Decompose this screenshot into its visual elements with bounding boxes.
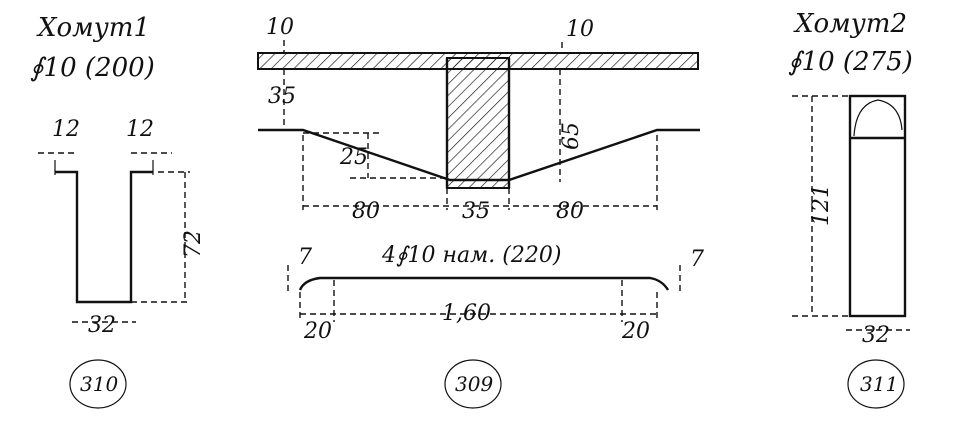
fig309-bar-label: 4∮10 нам. (220)	[381, 243, 561, 268]
fig309-dim-top-left: 10	[266, 15, 294, 40]
bent-bar	[258, 128, 700, 182]
fig309-dim-left: 80	[352, 199, 380, 224]
fig309-dim-end-left: 20	[303, 319, 332, 344]
fig309-dim-end-right: 20	[621, 319, 650, 344]
stirrup-2-hook	[853, 99, 903, 137]
fig310-dim-height: 72	[181, 230, 206, 258]
fig309-dim-drop: 35	[268, 84, 296, 109]
rib-section	[446, 57, 510, 189]
fig311-dim-height: 121	[809, 184, 834, 226]
fig310-number: 310	[80, 372, 118, 396]
fig310-spec: ∮10 (200)	[30, 53, 155, 83]
fig311-number-circle	[847, 359, 905, 409]
stirrup-1-outline	[55, 170, 153, 304]
fig309-dim-center: 35	[462, 199, 490, 224]
fig311-number: 311	[860, 372, 898, 396]
fig309-dim-hook-left: 7	[298, 245, 312, 270]
fig309-dim-top-right: 10	[566, 17, 594, 42]
fig309-number: 309	[455, 372, 493, 396]
figure-311: Хомут2 ∮10 (275) 121 32 311	[788, 9, 913, 409]
fig311-spec: ∮10 (275)	[788, 47, 913, 77]
fig309-dim-hook-right: 7	[690, 247, 704, 272]
fig310-title: Хомут1	[36, 13, 150, 43]
fig311-dim-bottom: 32	[862, 323, 890, 348]
fig309-dim-height: 65	[559, 122, 584, 150]
fig310-number-circle	[69, 359, 127, 409]
fig309-dim-length: 1,60	[442, 301, 491, 326]
stirrup-2-outline	[848, 94, 907, 318]
fig310-dim-left: 12	[52, 117, 80, 142]
fig311-title: Хомут2	[793, 9, 907, 39]
fig310-dim-right: 12	[126, 117, 154, 142]
figure-309: 10 10 35 25 65 80 35 80 4∮10 нам. (220) …	[257, 15, 704, 409]
fig310-dim-bottom: 32	[88, 313, 116, 338]
fig309-dim-right: 80	[556, 199, 584, 224]
figure-310: Хомут1 ∮10 (200) 12 12 72 32 310	[30, 13, 206, 409]
fig309-dim-bend: 25	[339, 145, 368, 170]
fig309-number-circle	[444, 359, 502, 409]
straight-bar	[298, 276, 670, 291]
